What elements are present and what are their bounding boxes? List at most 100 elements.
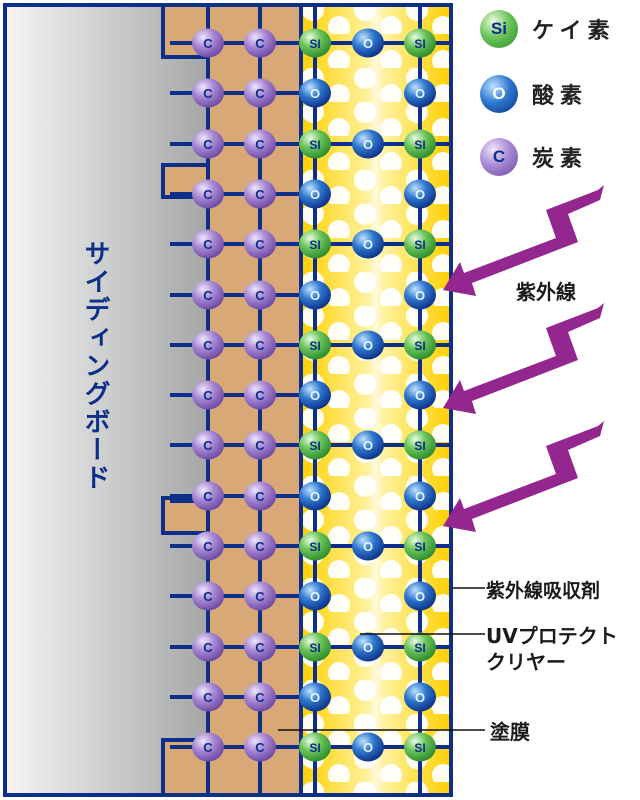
svg-text:O: O	[310, 589, 320, 604]
carbon-atom-icon: C	[480, 138, 518, 176]
oxygen-atom: O	[352, 732, 384, 762]
svg-text:C: C	[255, 740, 265, 755]
oxygen-atom: O	[404, 581, 436, 611]
silicon-atom: SI	[404, 330, 436, 360]
svg-text:O: O	[363, 740, 373, 755]
carbon-atom: C	[244, 229, 276, 259]
silicon-atom: SI	[299, 330, 331, 360]
oxygen-atom: O	[299, 682, 331, 712]
oxygen-atom: O	[352, 632, 384, 662]
svg-text:C: C	[203, 388, 213, 403]
carbon-atom: C	[192, 430, 224, 460]
svg-text:C: C	[203, 338, 213, 353]
svg-text:SI: SI	[309, 238, 320, 252]
svg-text:C: C	[255, 589, 265, 604]
oxygen-atom: O	[352, 28, 384, 58]
oxygen-atom: O	[299, 280, 331, 310]
uv-protect-clear-label-line2: クリヤー	[486, 650, 566, 674]
svg-text:O: O	[363, 237, 373, 252]
svg-text:C: C	[255, 338, 265, 353]
svg-text:C: C	[255, 137, 265, 152]
svg-text:O: O	[363, 539, 373, 554]
carbon-atom: C	[192, 380, 224, 410]
coating-film-label: 塗膜	[490, 720, 530, 744]
silicon-atom-icon: Si	[480, 10, 518, 48]
carbon-atom: C	[244, 732, 276, 762]
oxygen-atom: O	[299, 481, 331, 511]
uv-ray-arrows	[443, 185, 604, 532]
carbon-atom: C	[244, 280, 276, 310]
svg-text:O: O	[363, 36, 373, 51]
svg-text:SI: SI	[414, 37, 425, 51]
svg-text:C: C	[255, 36, 265, 51]
silicon-atom: SI	[299, 531, 331, 561]
uv-arrow-3	[443, 421, 604, 532]
svg-text:O: O	[310, 489, 320, 504]
svg-text:SI: SI	[309, 641, 320, 655]
svg-text:O: O	[363, 137, 373, 152]
svg-text:SI: SI	[309, 37, 320, 51]
svg-text:O: O	[415, 589, 425, 604]
silicon-atom: SI	[404, 430, 436, 460]
svg-text:O: O	[310, 187, 320, 202]
svg-text:C: C	[203, 86, 213, 101]
svg-text:C: C	[203, 640, 213, 655]
svg-text:O: O	[415, 288, 425, 303]
svg-text:C: C	[203, 36, 213, 51]
svg-text:SI: SI	[309, 439, 320, 453]
carbon-atom: C	[244, 179, 276, 209]
svg-text:C: C	[255, 288, 265, 303]
oxygen-atom: O	[404, 481, 436, 511]
svg-text:SI: SI	[414, 439, 425, 453]
oxygen-atom: O	[352, 330, 384, 360]
oxygen-atom: O	[352, 129, 384, 159]
svg-text:C: C	[203, 489, 213, 504]
uv-rays-label: 紫外線	[516, 280, 576, 304]
legend-oxygen: O 酸素	[480, 75, 588, 113]
oxygen-atom-icon: O	[480, 75, 518, 113]
svg-text:O: O	[310, 690, 320, 705]
carbon-atom: C	[244, 481, 276, 511]
svg-text:C: C	[255, 690, 265, 705]
svg-text:C: C	[255, 86, 265, 101]
svg-text:SI: SI	[414, 238, 425, 252]
legend-carbon-label: 炭素	[532, 147, 589, 172]
svg-text:O: O	[415, 86, 425, 101]
legend-silicon-label: ケイ素	[532, 19, 616, 44]
oxygen-atom: O	[352, 229, 384, 259]
svg-text:O: O	[415, 187, 425, 202]
oxygen-atom: O	[299, 581, 331, 611]
oxygen-atom: O	[299, 380, 331, 410]
silicon-atom: SI	[299, 632, 331, 662]
svg-text:O: O	[310, 86, 320, 101]
svg-text:O: O	[363, 338, 373, 353]
carbon-atom: C	[192, 531, 224, 561]
oxygen-atom: O	[404, 280, 436, 310]
uv-absorber-label: 紫外線吸収剤	[486, 580, 601, 602]
svg-text:C: C	[255, 237, 265, 252]
carbon-atom: C	[192, 129, 224, 159]
svg-text:SI: SI	[309, 540, 320, 554]
carbon-atom: C	[244, 28, 276, 58]
svg-text:O: O	[363, 640, 373, 655]
svg-text:C: C	[255, 539, 265, 554]
svg-text:C: C	[255, 640, 265, 655]
svg-text:O: O	[310, 388, 320, 403]
silicon-atom: SI	[299, 129, 331, 159]
svg-text:C: C	[255, 187, 265, 202]
silicon-atom: SI	[404, 732, 436, 762]
carbon-atom: C	[192, 481, 224, 511]
carbon-atom: C	[192, 280, 224, 310]
svg-text:SI: SI	[414, 339, 425, 353]
svg-text:C: C	[255, 438, 265, 453]
svg-text:SI: SI	[414, 138, 425, 152]
svg-text:C: C	[203, 740, 213, 755]
silicon-atom: SI	[404, 531, 436, 561]
silicon-atom: SI	[404, 28, 436, 58]
svg-text:SI: SI	[414, 641, 425, 655]
legend-oxygen-label: 酸素	[532, 84, 589, 109]
svg-text:O: O	[415, 489, 425, 504]
carbon-atom: C	[244, 129, 276, 159]
